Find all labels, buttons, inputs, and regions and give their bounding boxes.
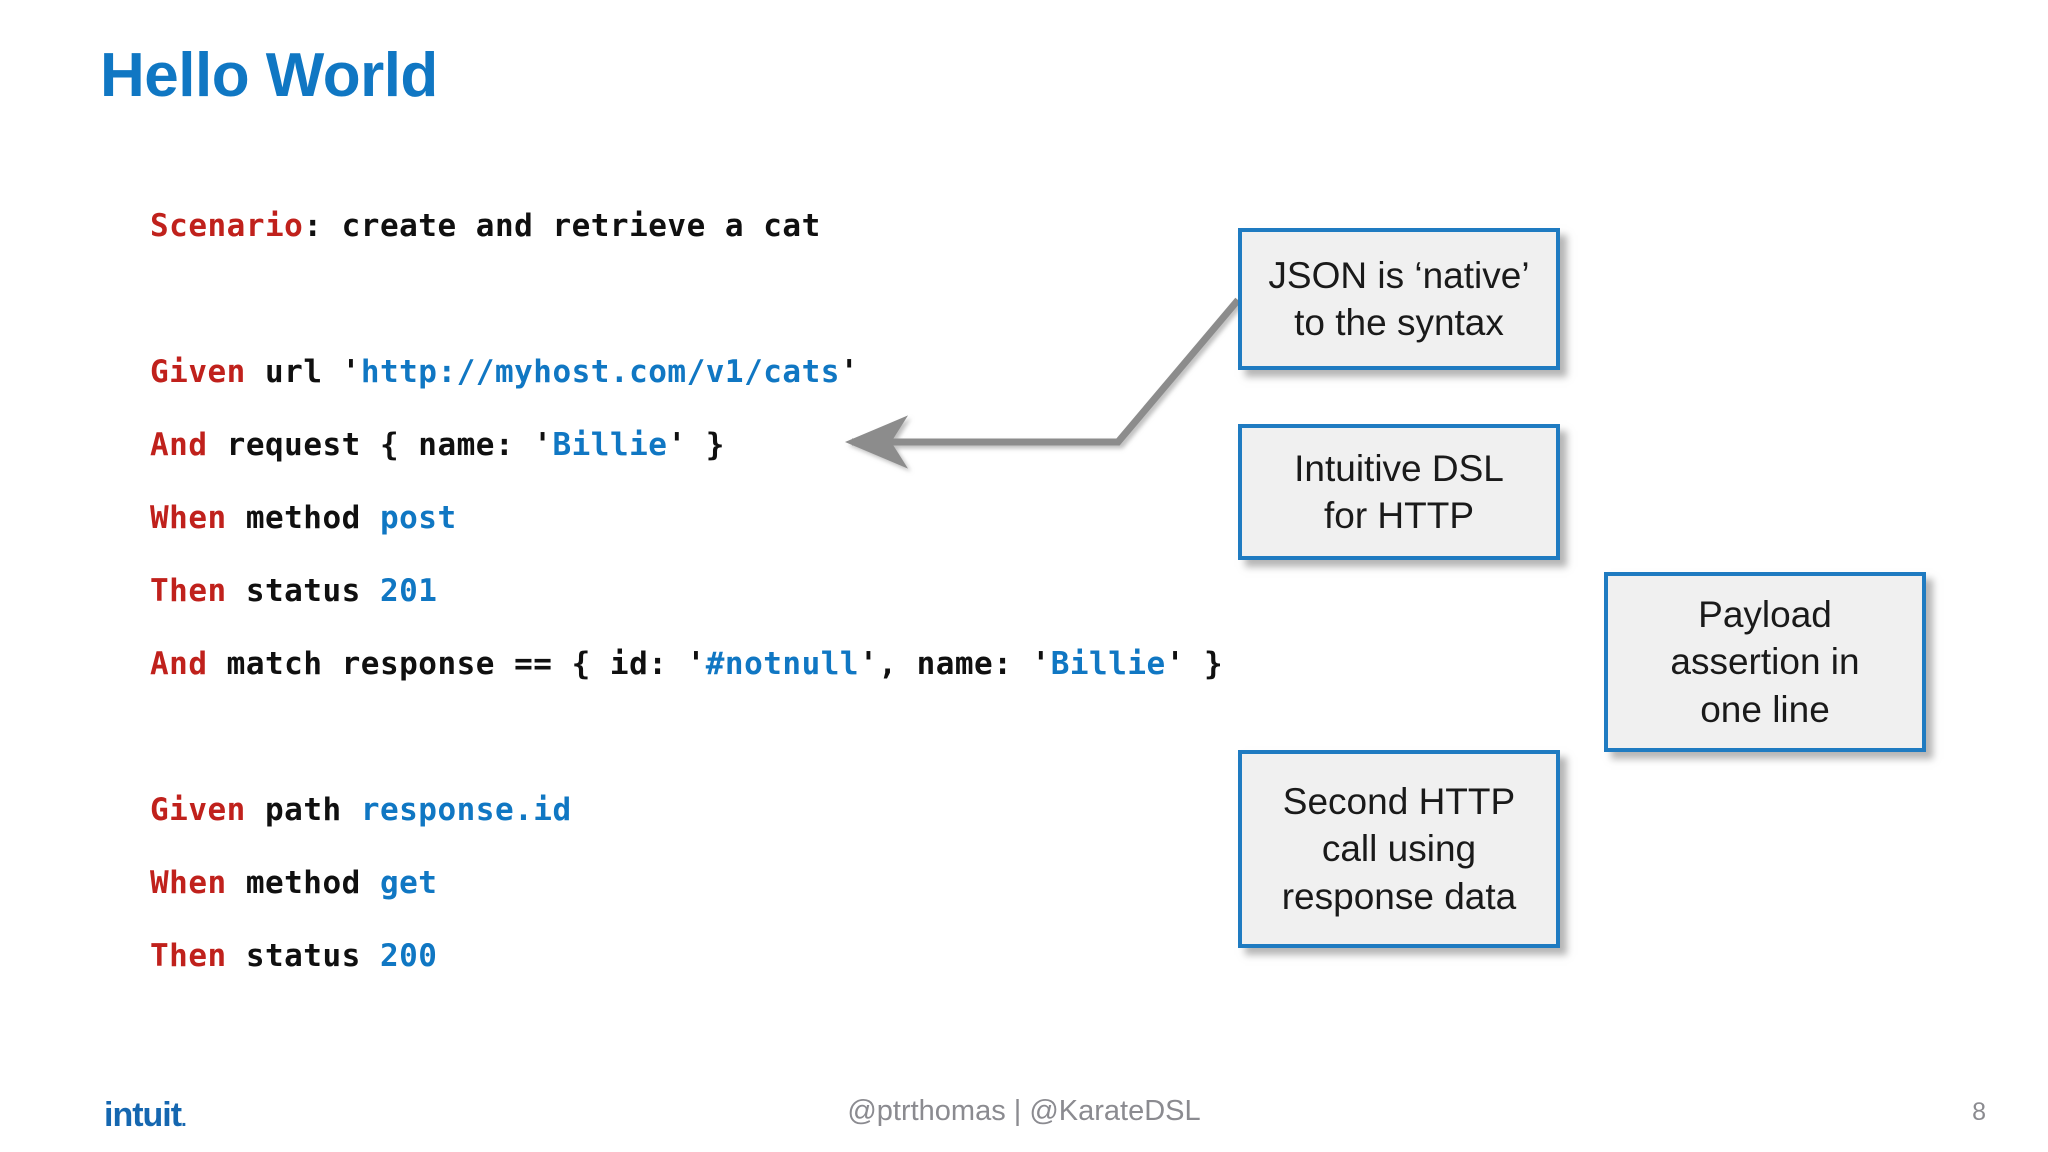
- code-line-blank-2: [150, 701, 1223, 774]
- footer-handles: @ptrthomas | @KarateDSL: [847, 1095, 1201, 1127]
- code-token-plain: ' }: [667, 427, 725, 463]
- code-token-kw: Given: [150, 354, 246, 390]
- code-token-kw: When: [150, 865, 227, 901]
- code-token-plain: ' }: [1165, 646, 1224, 682]
- code-line-given-path: Given path response.id: [150, 774, 1223, 847]
- callout-line: for HTTP: [1323, 495, 1475, 536]
- callout-line: assertion in: [1670, 641, 1860, 683]
- code-line-then-status-201: Then status 201: [150, 555, 1223, 628]
- code-line-given-url: Given url 'http://myhost.com/v1/cats': [150, 336, 1223, 409]
- callout-line: to the syntax: [1294, 302, 1504, 343]
- code-token-str: Billie: [1050, 646, 1166, 682]
- callout-text: Intuitive DSL for HTTP: [1294, 445, 1504, 540]
- code-token-str: Billie: [552, 427, 668, 463]
- callout-line: JSON is ‘native’: [1268, 254, 1530, 296]
- code-token-plain: request { name: ': [207, 427, 553, 463]
- intuit-logo-mark: .: [181, 1109, 186, 1131]
- callout-line: Payload: [1698, 593, 1832, 635]
- code-token-kw: And: [150, 646, 208, 682]
- callout-json-native: JSON is ‘native’ to the syntax: [1238, 228, 1560, 370]
- code-token-str: #notnull: [705, 646, 860, 682]
- intuit-logo: intuit.: [104, 1096, 187, 1134]
- code-token-kw: Then: [150, 938, 227, 974]
- callout-line: Second HTTP: [1282, 780, 1516, 822]
- code-token-kw: And: [150, 427, 208, 463]
- callout-text: JSON is ‘native’ to the syntax: [1268, 252, 1529, 347]
- code-token-plain: status: [226, 573, 380, 609]
- page-title: Hello World: [100, 41, 438, 110]
- code-line-scenario: Scenario: create and retrieve a cat: [150, 190, 1223, 263]
- code-token-str: 200: [379, 938, 438, 974]
- callout-text: Payload assertion in one line: [1670, 591, 1859, 733]
- code-token-plain: status: [226, 938, 380, 974]
- code-line-and-match-response: And match response == { id: '#notnull', …: [150, 628, 1223, 701]
- code-token-plain: : create and retrieve a cat: [303, 208, 821, 244]
- code-line-then-status-200: Then status 200: [150, 920, 1223, 993]
- code-token-plain: path: [245, 792, 361, 828]
- code-token-plain: ', name: ': [859, 646, 1051, 682]
- callout-line: call using: [1321, 828, 1477, 870]
- code-line-blank-1: [150, 263, 1223, 336]
- code-token-str: response.id: [360, 792, 572, 828]
- code-token-kw: When: [150, 500, 227, 536]
- callout-intuitive-dsl: Intuitive DSL for HTTP: [1238, 424, 1560, 560]
- callout-line: Intuitive DSL: [1294, 447, 1504, 489]
- code-token-kw: Scenario: [150, 208, 304, 244]
- code-line-when-method-post: When method post: [150, 482, 1223, 555]
- code-token-plain: url ': [245, 354, 361, 390]
- code-token-plain: match response == { id: ': [207, 646, 706, 682]
- code-line-when-method-get: When method get: [150, 847, 1223, 920]
- code-token-str: 201: [379, 573, 438, 609]
- callout-text: Second HTTP call using response data: [1282, 778, 1517, 920]
- callout-line: one line: [1700, 688, 1830, 730]
- code-token-kw: Then: [150, 573, 227, 609]
- code-token-plain: method: [226, 865, 380, 901]
- callout-line: response data: [1281, 875, 1517, 917]
- code-token-str: get: [379, 865, 438, 901]
- page-number: 8: [1972, 1098, 1986, 1126]
- code-token-plain: method: [226, 500, 380, 536]
- callout-payload-assertion: Payload assertion in one line: [1604, 572, 1926, 752]
- code-line-and-request: And request { name: 'Billie' }: [150, 409, 1223, 482]
- code-token-str: http://myhost.com/v1/cats: [360, 354, 840, 390]
- code-token-str: post: [379, 500, 457, 536]
- callout-second-http-call: Second HTTP call using response data: [1238, 750, 1560, 948]
- code-token-plain: ': [839, 354, 860, 390]
- code-token-kw: Given: [150, 792, 246, 828]
- intuit-logo-text: intuit: [104, 1096, 182, 1134]
